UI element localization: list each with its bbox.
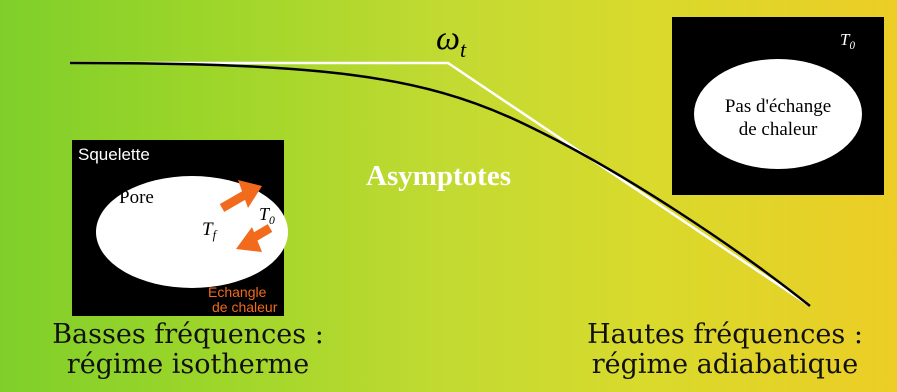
pore-ellipse-adiabatic xyxy=(694,59,862,169)
no-exchange-label-1: Pas d'échange xyxy=(724,96,832,117)
skeleton-label: Squelette xyxy=(78,145,150,164)
low-freq-caption: Basses fréquences : régime isotherme xyxy=(52,319,324,380)
heat-exchange-label: Echangle xyxy=(208,284,267,300)
high-freq-caption: Hautes fréquences : régime adiabatique xyxy=(587,319,863,380)
tf-label: Tf xyxy=(202,219,217,243)
transfer-curve xyxy=(69,61,811,307)
pore-label: Pore xyxy=(119,187,154,208)
no-exchange-label-2: de chaleur xyxy=(738,119,818,140)
t0-label-right: T0 xyxy=(840,30,855,52)
heat-exchange-label-2: de chaleur xyxy=(212,299,278,315)
high-freq-panel: T0 Pas d'échange de chaleur xyxy=(672,17,884,195)
asymptote-line xyxy=(70,61,811,308)
asymptotes-title: Asymptotes xyxy=(366,160,511,192)
omega-t-label: ωt xyxy=(436,20,467,62)
heat-arrow-out xyxy=(219,180,262,212)
t0-label-left: T0 xyxy=(259,204,275,228)
heat-arrow-in xyxy=(236,224,273,252)
